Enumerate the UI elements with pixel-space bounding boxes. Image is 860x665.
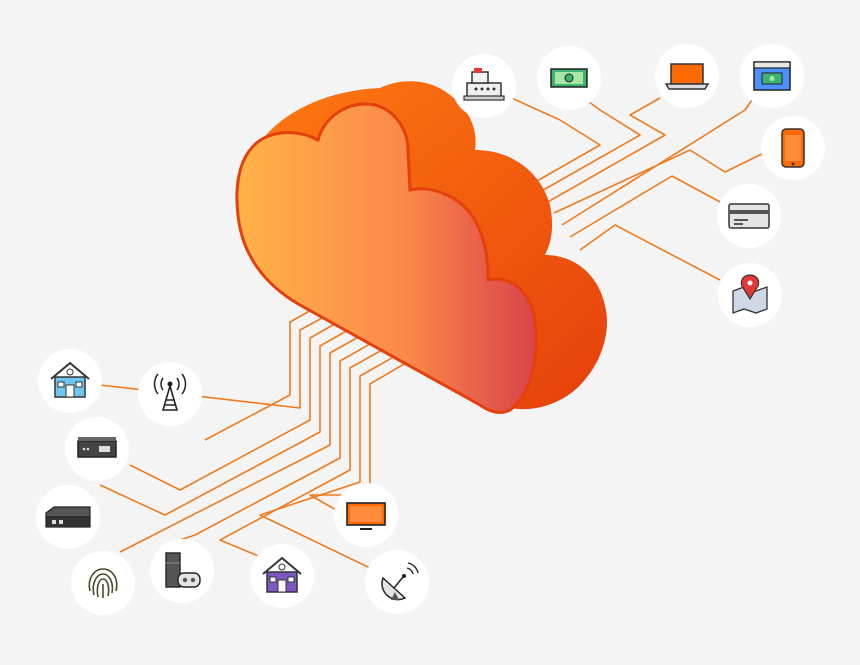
cash-register-icon [463, 68, 505, 101]
cloud-face [235, 102, 538, 414]
satellite-dish-icon [381, 562, 419, 601]
cell-tower-icon [153, 373, 187, 411]
smartphone-icon [781, 128, 805, 168]
game-console-icon [165, 552, 201, 588]
media-box-icon [45, 506, 91, 528]
house-icon [262, 556, 302, 593]
smart-home-icon [50, 361, 90, 398]
fingerprint-icon [88, 568, 118, 598]
cloud-shape [235, 81, 607, 414]
television-icon [346, 502, 386, 530]
connection-lines [99, 87, 771, 581]
set-top-box-icon [77, 437, 117, 458]
banknote-icon [550, 68, 588, 88]
map-pin-icon [732, 274, 768, 314]
credit-card-icon [728, 203, 770, 229]
laptop-icon [664, 63, 710, 90]
online-payment-window-icon [753, 61, 791, 91]
